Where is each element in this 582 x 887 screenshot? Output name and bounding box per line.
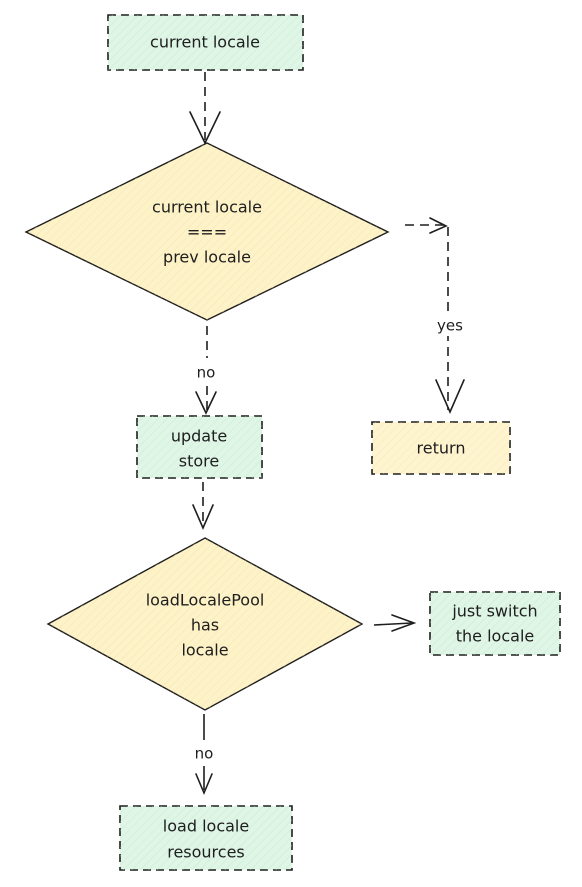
node-just-switch-line-2: the locale [456,627,534,646]
node-return[interactable]: return [371,421,511,475]
edge-current-to-check [189,72,221,145]
node-current-locale-label: current locale [150,33,260,52]
node-update-store[interactable]: update store [136,415,263,479]
edge-pool-to-load: no [195,714,214,796]
node-return-label: return [417,439,466,458]
decision-pool-line-3: locale [181,641,228,660]
node-load-resources[interactable]: load locale resources [119,805,293,871]
edge-label-no-2: no [195,745,214,763]
decision-locale-equal-line-3: prev locale [163,248,251,267]
node-just-switch-line-1: just switch [451,602,537,621]
edge-check-to-return: yes [405,217,472,414]
node-load-resources-line-1: load locale [163,817,249,836]
node-current-locale[interactable]: current locale [107,14,304,71]
edge-pool-to-switch [373,614,417,632]
node-load-resources-line-2: resources [167,843,245,862]
node-update-store-line-2: store [179,452,219,471]
decision-pool-line-1: loadLocalePool [146,591,265,610]
edge-label-no-1: no [197,364,216,382]
decision-locale-equal[interactable]: current locale === prev locale [24,142,390,321]
node-update-store-line-1: update [171,427,227,446]
decision-locale-equal-line-2: === [187,223,227,242]
edge-update-to-pool [192,482,214,531]
decision-pool-line-2: has [191,616,219,635]
decision-pool-has-locale[interactable]: loadLocalePool has locale [46,537,364,711]
edge-label-yes: yes [437,317,463,335]
node-just-switch[interactable]: just switch the locale [429,591,561,656]
decision-locale-equal-line-1: current locale [152,198,262,217]
edge-check-to-update: no [195,326,217,415]
